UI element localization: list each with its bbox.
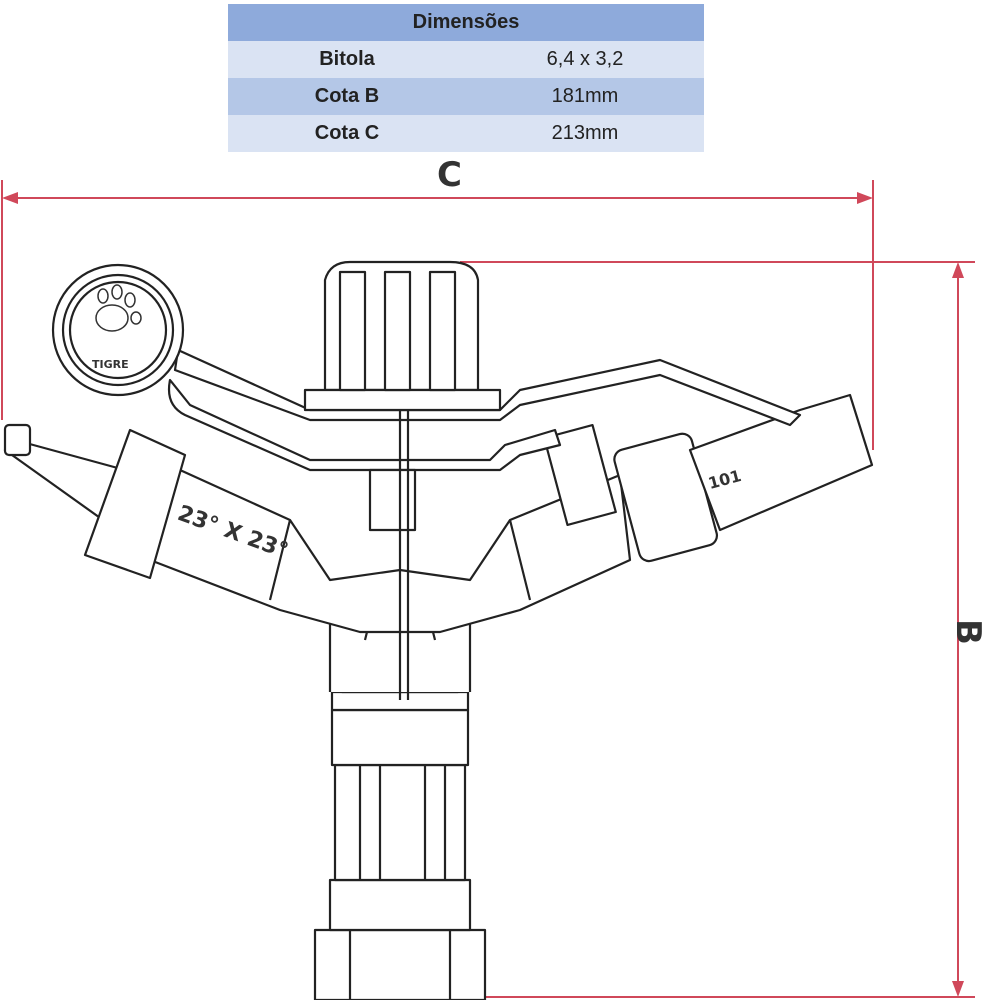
paw-logo-icon	[95, 284, 142, 332]
row-label: Cota B	[228, 78, 466, 115]
dimension-lines	[1, 180, 975, 998]
logo-text: TIGRE	[92, 358, 129, 371]
row-value: 181mm	[466, 78, 704, 115]
dimension-b-label: B	[947, 619, 988, 645]
dimension-c-label: C	[437, 155, 462, 195]
table-header: Dimensões	[228, 4, 704, 41]
sprinkler-outline	[3, 260, 874, 1000]
row-label: Bitola	[228, 41, 466, 78]
row-value: 6,4 x 3,2	[466, 41, 704, 78]
row-value: 213mm	[466, 115, 704, 152]
row-label: Cota C	[228, 115, 466, 152]
